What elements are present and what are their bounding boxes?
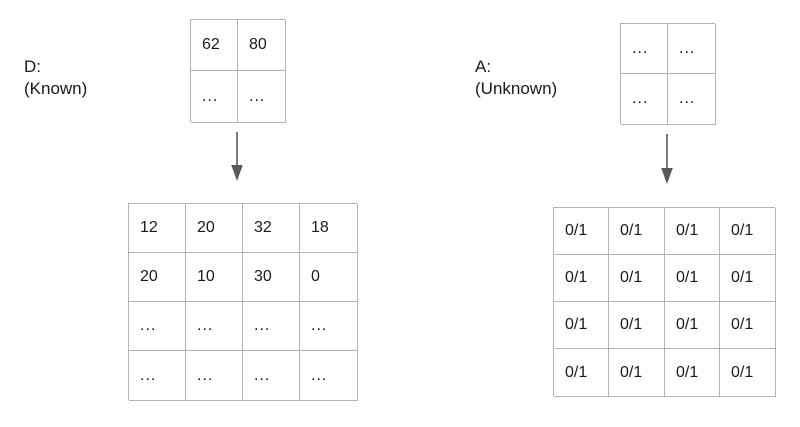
matrix-cell: 0/1	[720, 349, 776, 397]
matrix-cell: 30	[243, 253, 300, 302]
matrix-cell: 0/1	[665, 255, 720, 302]
matrix-cell: 0/1	[609, 349, 665, 397]
matrix-cell: ...	[300, 302, 358, 351]
matrix-cell: 62	[191, 20, 238, 71]
down-arrow-icon-a	[661, 134, 673, 184]
group-status-a: (Unknown)	[475, 79, 558, 98]
matrix-cell: ...	[129, 302, 186, 351]
matrix-cell: 32	[243, 204, 300, 253]
matrix-cell: ...	[668, 24, 716, 74]
matrix-cell: ...	[300, 351, 358, 401]
matrix-cell: 0/1	[609, 255, 665, 302]
matrix-cell: 0/1	[720, 208, 776, 255]
matrix-cell: 12	[129, 204, 186, 253]
group-label-d: D: (Known)	[24, 56, 87, 100]
matrix-cell: ...	[621, 74, 668, 125]
matrix-d-small: 62 80 ... ...	[190, 19, 286, 123]
matrix-d-large: 12 20 32 18 20 10 30 0 ... ... ... ... .…	[128, 203, 358, 401]
matrix-cell: ...	[621, 24, 668, 74]
group-name-a: A:	[475, 57, 492, 76]
matrix-a-small: ... ... ... ...	[620, 23, 716, 125]
matrix-cell: 20	[186, 204, 243, 253]
matrix-cell: 0/1	[665, 349, 720, 397]
matrix-cell: 10	[186, 253, 243, 302]
matrix-cell: ...	[668, 74, 716, 125]
matrix-cell: 0/1	[554, 349, 609, 397]
matrix-cell: 0/1	[665, 208, 720, 255]
matrix-cell: 18	[300, 204, 358, 253]
matrix-cell: 0/1	[554, 255, 609, 302]
matrix-cell: ...	[243, 302, 300, 351]
matrix-cell: 80	[238, 20, 286, 71]
matrix-cell: 0/1	[720, 255, 776, 302]
matrix-cell: ...	[186, 302, 243, 351]
matrix-cell: 0/1	[609, 208, 665, 255]
matrix-cell: 0/1	[609, 302, 665, 349]
down-arrow-icon-d	[231, 132, 243, 181]
group-label-a: A: (Unknown)	[475, 56, 557, 100]
matrix-a-large: 0/1 0/1 0/1 0/1 0/1 0/1 0/1 0/1 0/1 0/1 …	[553, 207, 776, 397]
matrix-cell: ...	[238, 71, 286, 123]
matrix-cell: 0/1	[554, 302, 609, 349]
matrix-cell: 0/1	[554, 208, 609, 255]
matrix-cell: ...	[186, 351, 243, 401]
group-name-d: D:	[24, 57, 41, 76]
matrix-cell: ...	[243, 351, 300, 401]
matrix-cell: 0	[300, 253, 358, 302]
matrix-cell: 20	[129, 253, 186, 302]
matrix-cell: 0/1	[720, 302, 776, 349]
matrix-cell: ...	[129, 351, 186, 401]
matrix-cell: 0/1	[665, 302, 720, 349]
group-status-d: (Known)	[24, 79, 88, 98]
matrix-cell: ...	[191, 71, 238, 123]
